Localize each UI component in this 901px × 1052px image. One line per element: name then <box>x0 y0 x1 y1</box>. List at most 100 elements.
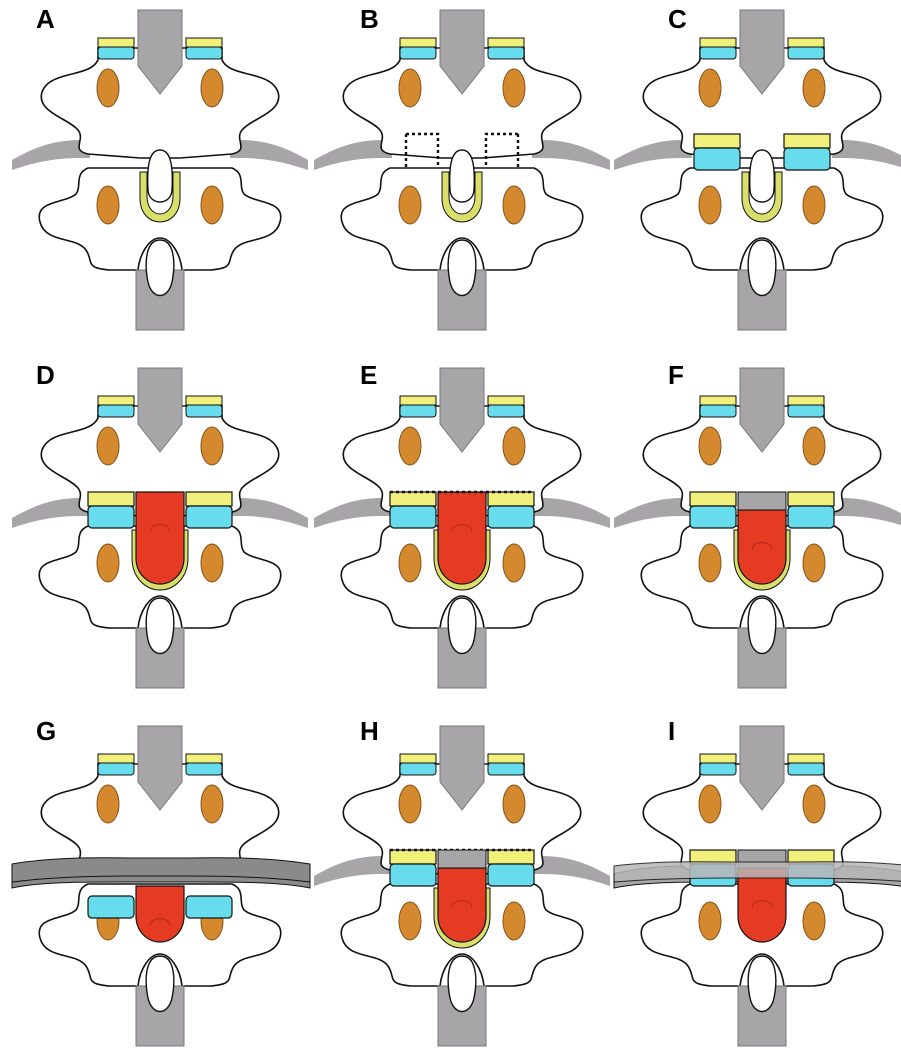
bottom-notch <box>146 240 174 296</box>
upper-left-oval <box>699 427 721 465</box>
left-cyan-cap <box>700 47 736 59</box>
lower-left-oval <box>97 186 119 224</box>
panel-h <box>314 726 610 1046</box>
right-layer-cyan <box>488 864 534 886</box>
right-layer-cyan <box>488 506 534 528</box>
red-region <box>438 492 486 584</box>
panel-g <box>12 726 310 1046</box>
lower-right-oval <box>503 902 525 940</box>
panel-b <box>314 10 610 330</box>
lower-right-oval <box>803 544 825 582</box>
right-cyan-cap <box>788 763 824 775</box>
upper-left-oval <box>399 427 421 465</box>
left-layer-cyan <box>690 506 736 528</box>
left-process <box>614 498 692 528</box>
left-layer-cyan <box>88 896 134 918</box>
left-process <box>314 856 392 886</box>
right-cyan-cap <box>488 763 524 775</box>
right-layer-yellow <box>488 850 534 864</box>
right-layer-cyan <box>788 506 834 528</box>
bottom-notch <box>448 240 476 296</box>
right-cyan-cap <box>788 47 824 59</box>
panel-label-e: E <box>360 360 377 390</box>
bottom-notch <box>748 598 776 654</box>
lower-right-oval <box>503 544 525 582</box>
left-yellow-cap <box>400 396 436 405</box>
right-process <box>230 140 308 170</box>
panel-label-f: F <box>668 360 684 390</box>
lower-left-oval <box>699 544 721 582</box>
lower-left-oval <box>399 186 421 224</box>
lower-right-oval <box>803 186 825 224</box>
upper-right-oval <box>503 785 525 823</box>
left-cyan-cap <box>98 763 134 775</box>
upper-left-oval <box>97 69 119 107</box>
right-yellow-cap <box>788 754 824 763</box>
right-cyan-cap <box>788 405 824 417</box>
upper-left-oval <box>399 69 421 107</box>
upper-left-oval <box>699 69 721 107</box>
left-layer-yellow <box>88 492 134 506</box>
upper-right-oval <box>803 69 825 107</box>
right-process <box>230 498 308 528</box>
right-yellow-cap <box>488 38 524 47</box>
lower-right-oval <box>201 186 223 224</box>
panel-label-a: A <box>36 4 55 34</box>
left-process <box>314 498 392 528</box>
right-process <box>532 498 610 528</box>
left-yellow-cap <box>400 38 436 47</box>
left-process <box>12 498 90 528</box>
panel-a <box>12 10 308 330</box>
bottom-notch <box>748 240 776 296</box>
right-cyan-cap <box>488 405 524 417</box>
right-layer-yellow <box>186 492 232 506</box>
left-yellow-cap <box>700 396 736 405</box>
lower-left-oval <box>399 544 421 582</box>
upper-left-oval <box>399 785 421 823</box>
right-yellow-cap <box>788 38 824 47</box>
upper-left-oval <box>97 785 119 823</box>
bottom-notch <box>146 598 174 654</box>
right-cyan-cap <box>186 47 222 59</box>
left-yellow-cap <box>98 38 134 47</box>
lower-left-oval <box>399 902 421 940</box>
left-layer-cyan <box>88 506 134 528</box>
panel-label-b: B <box>360 4 379 34</box>
left-cyan-cap <box>400 405 436 417</box>
right-layer-yellow <box>788 492 834 506</box>
left-yellow-cap <box>98 754 134 763</box>
left-cyan-cap <box>98 405 134 417</box>
left-cyan-cap <box>400 763 436 775</box>
left-layer-yellow <box>390 492 436 506</box>
left-process <box>614 140 692 170</box>
right-yellow-cap <box>186 38 222 47</box>
panel-label-c: C <box>668 4 687 34</box>
left-cyan-cap <box>98 47 134 59</box>
red-region <box>438 868 486 942</box>
central-loop <box>148 150 173 202</box>
right-process <box>532 140 610 170</box>
bottom-notch <box>146 956 174 1012</box>
left-process <box>12 140 90 170</box>
right-cyan-cap <box>186 405 222 417</box>
grey-cap <box>738 492 786 510</box>
left-cyan-cap <box>400 47 436 59</box>
red-region <box>136 492 184 584</box>
lower-right-oval <box>201 544 223 582</box>
left-cyan-cap <box>700 405 736 417</box>
left-cyan-cap <box>700 763 736 775</box>
right-yellow-cap <box>788 396 824 405</box>
upper-right-oval <box>503 427 525 465</box>
right-yellow-cap <box>488 396 524 405</box>
panel-i <box>614 726 901 1046</box>
right-yellow-cap <box>186 754 222 763</box>
upper-right-oval <box>201 785 223 823</box>
upper-right-oval <box>803 427 825 465</box>
lower-right-oval <box>503 186 525 224</box>
red-region <box>738 510 786 584</box>
right-cyan-cap <box>488 47 524 59</box>
panel-d <box>12 368 308 688</box>
red-region <box>738 868 786 942</box>
panel-f <box>614 368 901 688</box>
